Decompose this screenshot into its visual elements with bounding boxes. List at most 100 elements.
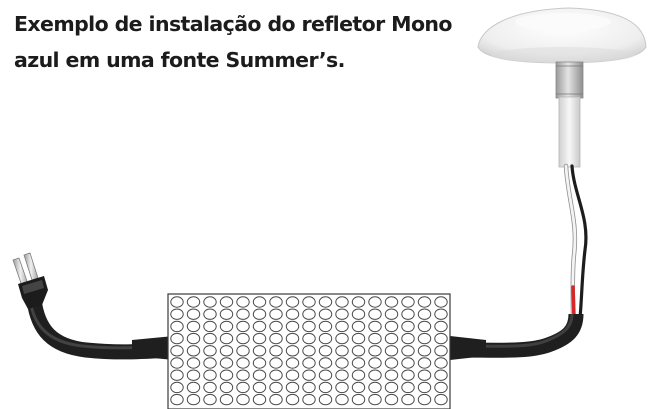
vent-hole (203, 369, 217, 381)
vent-hole (302, 345, 316, 357)
vent-hole (252, 320, 267, 333)
power-supply-icon (167, 293, 451, 409)
vent-hole (236, 332, 250, 345)
vent-hole (236, 357, 250, 369)
vent-hole (401, 369, 415, 381)
vent-hole (417, 357, 432, 369)
vent-hole (203, 345, 217, 357)
vent-hole (302, 296, 316, 308)
vent-hole (236, 320, 250, 333)
vent-hole (203, 332, 217, 345)
vent-hole (186, 345, 201, 357)
vent-hole (269, 308, 283, 320)
vent-hole (203, 357, 217, 369)
vent-hole (269, 345, 283, 357)
vent-hole (203, 381, 217, 394)
vent-hole (170, 345, 184, 357)
vent-hole (417, 308, 432, 320)
vent-hole (335, 296, 349, 308)
vent-hole (368, 369, 382, 381)
vent-hole (335, 369, 349, 381)
vent-hole (252, 332, 267, 345)
vent-hole (269, 320, 283, 333)
vent-hole (269, 296, 283, 308)
vent-hole (417, 332, 432, 345)
vent-hole (285, 369, 300, 381)
vent-hole (417, 320, 432, 333)
vent-hole (252, 308, 267, 320)
reflector-icon (477, 7, 647, 168)
vent-hole (401, 357, 415, 369)
vent-hole (434, 345, 448, 357)
vent-hole (252, 357, 267, 369)
vent-hole (384, 381, 399, 394)
input-cable (26, 298, 174, 360)
vent-hole (417, 381, 432, 394)
vent-hole (186, 320, 201, 333)
vent-hole (269, 369, 283, 381)
vent-hole (318, 332, 333, 345)
vent-hole (318, 345, 333, 357)
vent-hole (384, 345, 399, 357)
vent-hole (285, 296, 300, 308)
vent-hole (302, 308, 316, 320)
vent-hole (170, 308, 184, 320)
vent-hole (269, 393, 283, 406)
vent-hole (236, 393, 250, 406)
vent-hole (318, 357, 333, 369)
vent-hole (335, 345, 349, 357)
vent-hole (335, 393, 349, 406)
vent-hole (285, 357, 300, 369)
vent-hole (252, 369, 267, 381)
vent-hole (384, 369, 399, 381)
vent-hole (203, 308, 217, 320)
vent-hole (219, 369, 234, 381)
vent-hole (434, 296, 448, 308)
vent-hole (434, 393, 448, 406)
vent-hole (351, 357, 366, 369)
vent-hole (335, 357, 349, 369)
vent-hole (170, 357, 184, 369)
vent-hole (318, 393, 333, 406)
vent-hole (434, 381, 448, 394)
vent-hole (170, 332, 184, 345)
vent-hole (219, 320, 234, 333)
vent-hole (302, 381, 316, 394)
vent-hole (203, 393, 217, 406)
vent-hole (368, 357, 382, 369)
vent-hole (236, 381, 250, 394)
vent-hole (186, 296, 201, 308)
caption-line-1: Exemplo de instalação do refletor Mono (14, 12, 453, 36)
vent-hole (252, 393, 267, 406)
vent-hole (219, 332, 234, 345)
vent-hole (351, 296, 366, 308)
vent-hole (252, 345, 267, 357)
vent-hole (285, 393, 300, 406)
vent-hole (318, 369, 333, 381)
vent-hole (186, 381, 201, 394)
vent-hole (170, 320, 184, 333)
vent-hole (186, 357, 201, 369)
vent-hole (384, 332, 399, 345)
caption: Exemplo de instalação do refletor Mono a… (14, 6, 484, 78)
vent-hole (434, 369, 448, 381)
vent-hole (269, 332, 283, 345)
vent-hole (219, 345, 234, 357)
vent-hole (236, 308, 250, 320)
vent-hole (368, 381, 382, 394)
vent-hole (252, 381, 267, 394)
vent-hole (401, 332, 415, 345)
vent-hole (219, 393, 234, 406)
vent-hole (302, 357, 316, 369)
reflector-wires (563, 163, 588, 321)
caption-line-2: azul em uma fonte Summer’s. (14, 48, 345, 72)
vent-hole (368, 308, 382, 320)
vent-hole (335, 381, 349, 394)
vent-hole (335, 320, 349, 333)
vent-hole (186, 332, 201, 345)
vent-hole (434, 332, 448, 345)
vent-hole (335, 332, 349, 345)
vent-hole (170, 369, 184, 381)
vent-hole (384, 296, 399, 308)
